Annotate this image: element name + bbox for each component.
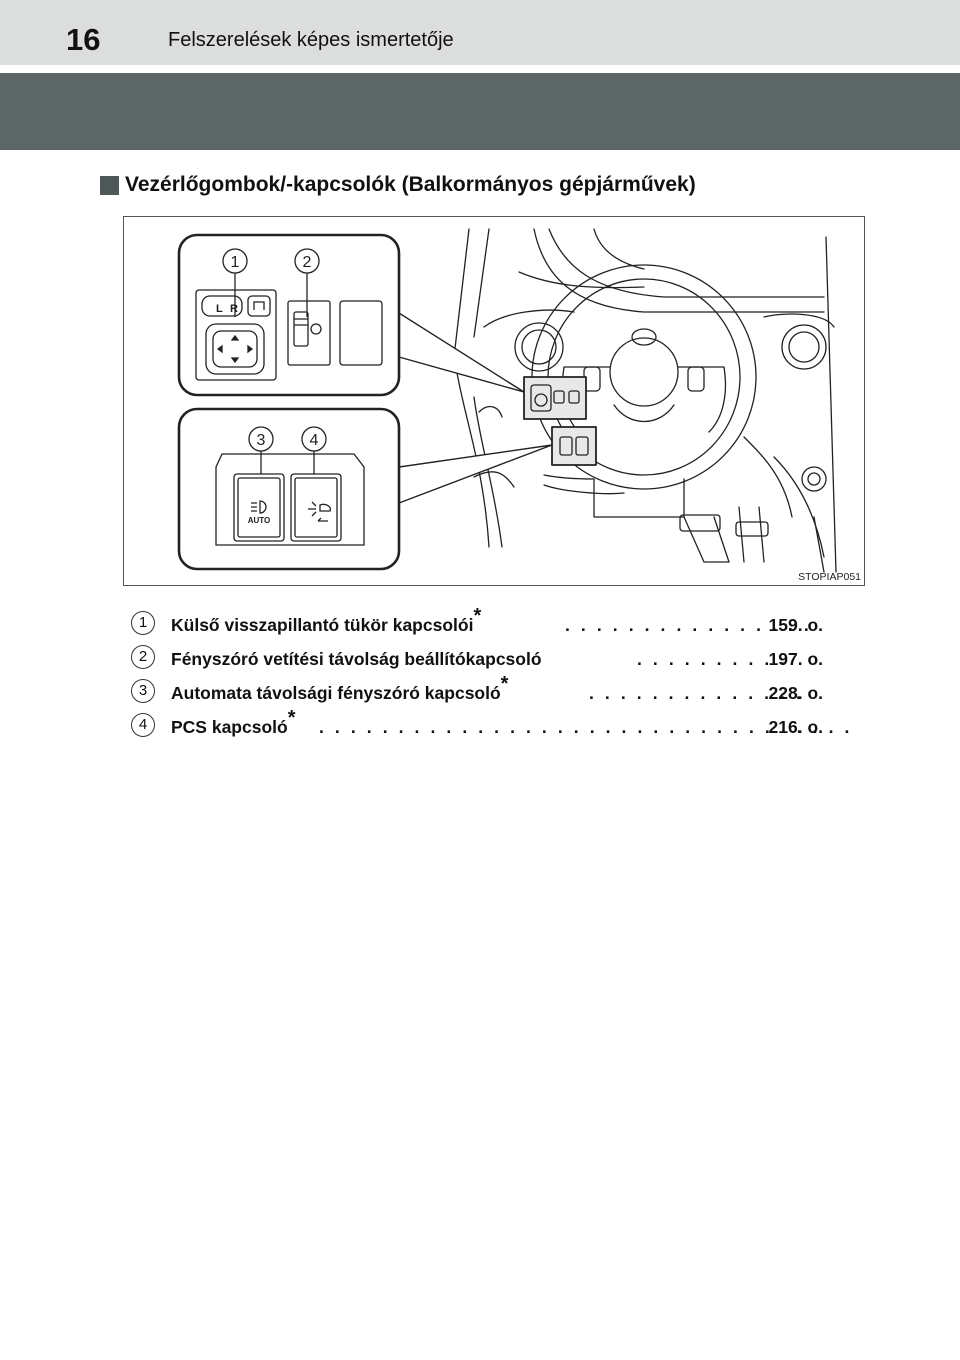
legend-item: 1 Külső visszapillantó tükör kapcsolói* … xyxy=(131,606,831,643)
leader-dots: . . . . . . . . . . xyxy=(637,649,789,669)
legend-label: Fényszóró vetítési távolság beállítókapc… xyxy=(171,649,542,669)
legend-number: 3 xyxy=(131,679,155,703)
legend-text: Fényszóró vetítési távolság beállítókapc… xyxy=(171,649,542,670)
callout-2: 2 xyxy=(303,254,312,271)
legend-label: Külső visszapillantó tükör kapcsolói xyxy=(171,615,474,635)
legend-text: Külső visszapillantó tükör kapcsolói* xyxy=(171,606,481,636)
callout-3: 3 xyxy=(257,432,266,449)
footnote-star: * xyxy=(500,673,509,696)
mirror-left-label: L xyxy=(216,303,223,315)
page-reference: 197. o. xyxy=(768,649,823,669)
controls-illustration: L R 1 2 AUTO xyxy=(123,216,865,586)
callout-4: 4 xyxy=(310,432,319,449)
mirror-switch-callout-panel: L R 1 2 xyxy=(177,233,401,397)
legend-label: Automata távolsági fényszóró kapcsoló xyxy=(171,683,501,703)
leader-dots: . . . . . . . . . . . . . . . . xyxy=(565,615,812,635)
legend-text: Automata távolsági fényszóró kapcsoló* xyxy=(171,674,508,704)
legend-item: 2 Fényszóró vetítési távolság beállítóka… xyxy=(131,645,831,677)
legend-number: 2 xyxy=(131,645,155,669)
leader-dots: . . . . . . . . . . . . . . . . . . . . … xyxy=(319,717,853,737)
legend-text: PCS kapcsoló* xyxy=(171,708,296,738)
page-reference: 228. o. xyxy=(768,683,823,703)
lower-switch-callout-panel: AUTO 3 4 xyxy=(177,407,401,571)
legend-item: 3 Automata távolsági fényszóró kapcsoló*… xyxy=(131,674,831,711)
header-bar: 16 Felszerelések képes ismertetője xyxy=(0,0,960,65)
section-title: Vezérlőgombok/-kapcsolók (Balkormányos g… xyxy=(125,173,696,196)
running-head: Felszerelések képes ismertetője xyxy=(168,29,454,51)
section-heading: Vezérlőgombok/-kapcsolók (Balkormányos g… xyxy=(100,170,696,200)
legend-number: 4 xyxy=(131,713,155,737)
page-reference: 216. o. xyxy=(768,717,823,737)
legend-label: PCS kapcsoló xyxy=(171,717,288,737)
legend-item: 4 PCS kapcsoló* . . . . . . . . . . . . … xyxy=(131,708,849,745)
section-marker-icon xyxy=(100,176,119,195)
page-number: 16 xyxy=(66,22,101,57)
page-reference: 159. o. xyxy=(768,615,823,635)
dashboard-drawing: L R 1 2 AUTO xyxy=(177,228,837,573)
leader-dots: . . . . . . . . . . . . . . xyxy=(589,683,804,703)
figure-code: STOPIAP051 xyxy=(798,571,861,583)
mirror-right-label: R xyxy=(230,303,238,315)
footnote-star: * xyxy=(287,707,296,730)
chapter-band xyxy=(0,73,960,150)
legend-number: 1 xyxy=(131,611,155,635)
auto-label: AUTO xyxy=(248,516,271,525)
callout-1: 1 xyxy=(231,254,240,271)
footnote-star: * xyxy=(473,605,482,628)
